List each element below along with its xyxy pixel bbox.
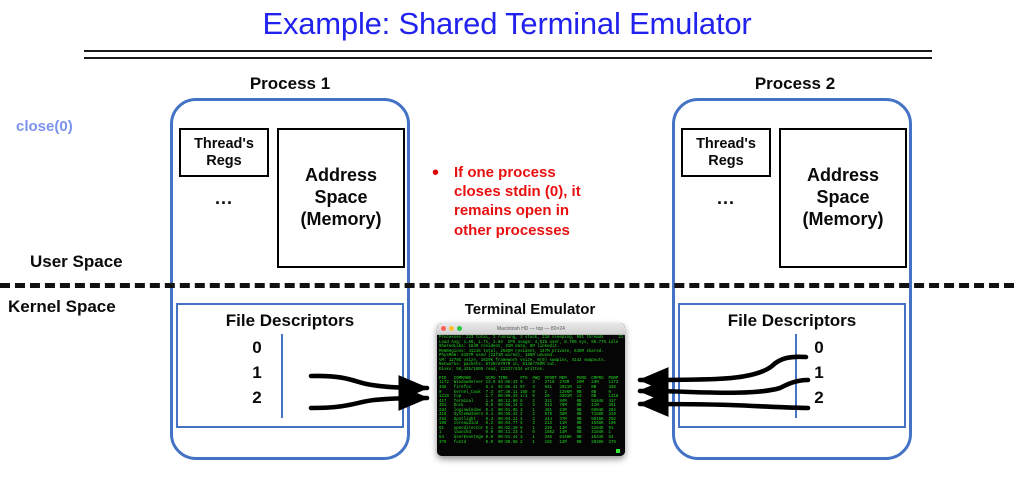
- process-2-address-space: Address Space (Memory): [779, 128, 907, 268]
- address-space-line-1: Address: [304, 165, 378, 186]
- kernel-space-label: Kernel Space: [8, 297, 116, 316]
- process-1-address-space: Address Space (Memory): [277, 128, 405, 268]
- address-space-line-3-p2: (Memory): [802, 208, 884, 229]
- address-space-line-3: (Memory): [300, 208, 382, 229]
- address-space-line-2: Space: [314, 187, 368, 208]
- terminal-window-title: Macintosh HD — top — 80×24: [497, 325, 565, 332]
- fd-title-1: File Descriptors: [225, 311, 355, 330]
- fd-numbers-1: 0 1 2: [240, 336, 274, 411]
- page-title: Example: Shared Terminal Emulator: [262, 6, 752, 41]
- fd-divider-1: [281, 334, 283, 418]
- fd-entry-2-p2: 2: [814, 387, 824, 407]
- address-space-line-2-p2: Space: [816, 187, 870, 208]
- process-2-ellipsis: ...: [716, 188, 735, 208]
- process-2-box: [672, 98, 912, 460]
- process-2-heading: Process 2: [754, 74, 836, 93]
- kernel-boundary-divider: [0, 283, 1014, 288]
- fd-title-2: File Descriptors: [727, 311, 857, 330]
- bullet-icon: •: [432, 162, 440, 184]
- process-1-file-descriptors: File Descriptors 0 1 2: [176, 303, 404, 428]
- process-1-thread-regs: Thread's Regs: [179, 128, 269, 177]
- thread-regs-label-2: Thread's Regs: [696, 136, 756, 169]
- process-1-heading: Process 1: [249, 74, 331, 93]
- terminal-cursor: [616, 449, 620, 453]
- maximize-icon[interactable]: [457, 326, 462, 331]
- fd-numbers-2: 0 1 2: [802, 336, 836, 411]
- user-space-label: User Space: [30, 252, 123, 271]
- process-2-file-descriptors: File Descriptors 0 1 2: [678, 303, 906, 428]
- fd-entry-1-p1: 1: [252, 362, 262, 382]
- process-1-box: [170, 98, 410, 460]
- terminal-caption: Terminal Emulator: [464, 301, 596, 318]
- fd-entry-0-p1: 0: [252, 338, 262, 357]
- terminal-window[interactable]: Macintosh HD — top — 80×24 Processes: 22…: [437, 323, 625, 456]
- title-divider: [84, 50, 932, 59]
- fd-entry-1-p2: 1: [814, 362, 824, 382]
- close-icon[interactable]: [441, 326, 446, 331]
- address-space-line-1-p2: Address: [806, 165, 880, 186]
- fd-entry-0-p2: 0: [814, 338, 824, 357]
- process-1-ellipsis: ...: [214, 188, 233, 208]
- fd-entry-2-p1: 2: [252, 387, 262, 407]
- terminal-titlebar[interactable]: Macintosh HD — top — 80×24: [437, 323, 625, 335]
- note-text: If one process closes stdin (0), it rema…: [454, 164, 581, 239]
- fd-divider-2: [795, 334, 797, 418]
- terminal-output[interactable]: Processes: 223 total, 2 running, 3 stuck…: [437, 335, 625, 456]
- process-2-thread-regs: Thread's Regs: [681, 128, 771, 177]
- close-call-annotation: close(0): [16, 118, 73, 135]
- thread-regs-label-1: Thread's Regs: [194, 136, 254, 169]
- minimize-icon[interactable]: [449, 326, 454, 331]
